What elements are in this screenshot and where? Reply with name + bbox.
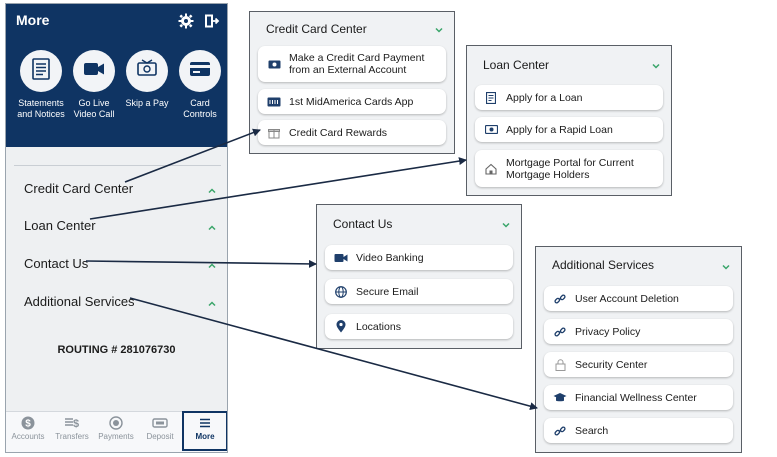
video-camera-icon: [334, 251, 348, 265]
page-title: More: [16, 12, 50, 28]
section-additional-services[interactable]: Additional Services: [24, 294, 217, 314]
privacy-policy-item[interactable]: Privacy Policy: [544, 319, 733, 344]
link-icon: [553, 292, 567, 306]
panel-title: Loan Center: [483, 58, 550, 72]
chevron-down-icon[interactable]: [651, 58, 661, 69]
user-account-deletion-item[interactable]: User Account Deletion: [544, 286, 733, 311]
nav-deposit[interactable]: Deposit: [138, 416, 182, 441]
credit-card-center-panel: Credit Card Center Make a Credit Card Pa…: [249, 11, 455, 154]
quick-action-statements[interactable]: Statements and Notices: [16, 50, 66, 120]
dollar-coin-icon: $: [6, 416, 50, 430]
apply-for-rapid-loan-item[interactable]: Apply for a Rapid Loan: [475, 117, 663, 142]
routing-number: ROUTING # 281076730: [57, 344, 176, 356]
svg-text:$: $: [73, 418, 79, 430]
chevron-up-icon: [207, 296, 217, 307]
section-credit-card-center[interactable]: Credit Card Center: [24, 181, 217, 201]
search-item[interactable]: Search: [544, 418, 733, 443]
nav-more[interactable]: More: [183, 416, 227, 441]
nav-accounts[interactable]: $ Accounts: [6, 416, 50, 441]
additional-services-panel: Additional Services User Account Deletio…: [535, 246, 742, 453]
chevron-down-icon[interactable]: [721, 259, 731, 270]
cards-app-item[interactable]: 1st MidAmerica Cards App: [258, 89, 446, 114]
skip-pay-icon: [136, 58, 158, 84]
video-banking-item[interactable]: Video Banking: [325, 245, 513, 270]
panel-title: Credit Card Center: [266, 22, 367, 36]
mortgage-portal-item[interactable]: Mortgage Portal for Current Mortgage Hol…: [475, 150, 663, 187]
more-screen: More Statements and Notices Go Live Vide…: [5, 3, 228, 453]
document-icon: [484, 91, 498, 105]
lock-icon: [553, 358, 567, 372]
section-loan-center[interactable]: Loan Center: [24, 218, 217, 238]
logout-icon[interactable]: [204, 13, 220, 29]
secure-email-item[interactable]: Secure Email: [325, 279, 513, 304]
chevron-up-icon: [207, 258, 217, 269]
map-pin-icon: [334, 320, 348, 334]
quick-action-skip-pay[interactable]: Skip a Pay: [122, 50, 172, 109]
chevron-down-icon[interactable]: [501, 217, 511, 228]
chevron-up-icon: [207, 220, 217, 231]
financial-wellness-center-item[interactable]: Financial Wellness Center: [544, 385, 733, 410]
chevron-down-icon[interactable]: [434, 22, 444, 33]
cash-icon: [484, 123, 498, 137]
globe-icon: [334, 285, 348, 299]
apply-for-loan-item[interactable]: Apply for a Loan: [475, 85, 663, 110]
active-tab-highlight: [182, 411, 227, 451]
more-sections: Credit Card Center Loan Center Contact U…: [6, 147, 227, 417]
bottom-nav: $ Accounts $ Transfers Payments Deposit …: [6, 411, 227, 452]
panel-title: Contact Us: [333, 217, 393, 231]
link-icon: [553, 424, 567, 438]
house-icon: [484, 162, 498, 176]
deposit-check-icon: [138, 416, 182, 430]
graduation-cap-icon: [553, 391, 567, 405]
nav-payments[interactable]: Payments: [94, 416, 138, 441]
cash-icon: [267, 57, 281, 71]
credit-card-rewards-item[interactable]: Credit Card Rewards: [258, 120, 446, 145]
video-camera-icon: [83, 61, 105, 82]
link-icon: [553, 325, 567, 339]
gift-icon: [267, 126, 281, 140]
payments-icon: [94, 416, 138, 430]
quick-action-video-call[interactable]: Go Live Video Call: [69, 50, 119, 120]
loan-center-panel: Loan Center Apply for a Loan Apply for a…: [466, 45, 672, 196]
hamburger-menu-icon: [183, 416, 227, 430]
security-center-item[interactable]: Security Center: [544, 352, 733, 377]
more-header: More Statements and Notices Go Live Vide…: [6, 4, 227, 147]
gear-icon[interactable]: [178, 13, 194, 29]
nav-transfers[interactable]: $ Transfers: [50, 416, 94, 441]
chevron-up-icon: [207, 183, 217, 194]
panel-title: Additional Services: [552, 258, 655, 272]
divider: [14, 165, 221, 166]
credit-card-payment-item[interactable]: Make a Credit Card Payment from an Exter…: [258, 46, 446, 82]
contact-us-panel: Contact Us Video Banking Secure Email Lo…: [316, 204, 522, 349]
statement-icon: [31, 57, 51, 85]
card-icon: [189, 61, 211, 82]
quick-actions: Statements and Notices Go Live Video Cal…: [14, 50, 224, 142]
transfer-icon: $: [50, 416, 94, 430]
section-contact-us[interactable]: Contact Us: [24, 256, 217, 276]
quick-action-card-controls[interactable]: Card Controls: [175, 50, 225, 120]
cards-icon: [267, 95, 281, 109]
locations-item[interactable]: Locations: [325, 314, 513, 339]
svg-text:$: $: [25, 419, 31, 430]
